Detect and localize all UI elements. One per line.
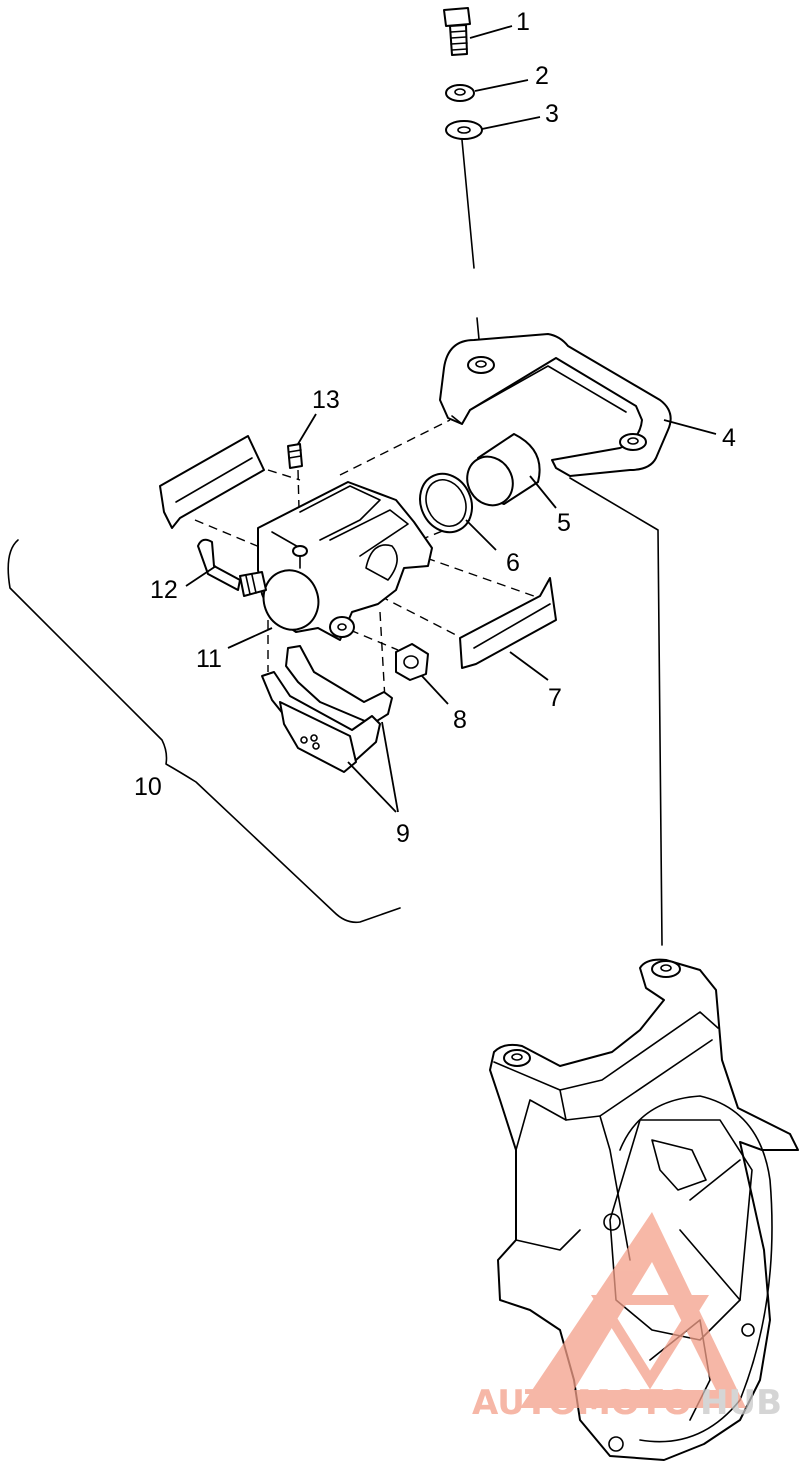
bleeder-screw-part-13	[287, 443, 303, 469]
callout-3: 3	[545, 100, 559, 128]
callout-6: 6	[506, 549, 520, 577]
callout-7: 7	[548, 684, 562, 712]
seal-ring-part-6	[419, 472, 473, 534]
callout-13: 13	[312, 386, 340, 414]
mounting-housing	[489, 958, 799, 1461]
brake-pads-part-9	[261, 645, 393, 773]
watermark-triangle-logo	[520, 1212, 746, 1408]
pin-nut-part-8	[395, 643, 429, 681]
lock-washer-part-2	[445, 84, 475, 102]
callout-9: 9	[396, 820, 410, 848]
pad-group-bracket-part-10	[7, 539, 401, 924]
caliper-bracket-part-4	[439, 333, 672, 477]
piston-part-5	[466, 433, 541, 507]
callout-1: 1	[516, 8, 530, 36]
callout-4: 4	[722, 424, 736, 452]
flat-washer-part-3	[445, 120, 483, 140]
automotohub-watermark: AUTOMOTO HUB	[472, 1212, 782, 1423]
callout-labels: 1 2 3 4 5 6 7 8 9 10 11 12 13	[134, 8, 736, 848]
callout-5: 5	[557, 509, 571, 537]
watermark-text-hub: HUB	[700, 1383, 782, 1423]
bolt-part-1	[443, 7, 471, 56]
shield-right-part-7	[459, 577, 557, 669]
callout-11: 11	[196, 645, 222, 673]
callout-2: 2	[535, 62, 549, 90]
caliper-body-part-11	[197, 481, 433, 641]
watermark-text-automoto: AUTOMOTO	[472, 1383, 692, 1423]
leader-lines	[185, 25, 717, 813]
shield-left-part-12	[159, 435, 265, 529]
callout-8: 8	[453, 706, 467, 734]
callout-10: 10	[134, 773, 162, 801]
callout-12: 12	[150, 576, 178, 604]
